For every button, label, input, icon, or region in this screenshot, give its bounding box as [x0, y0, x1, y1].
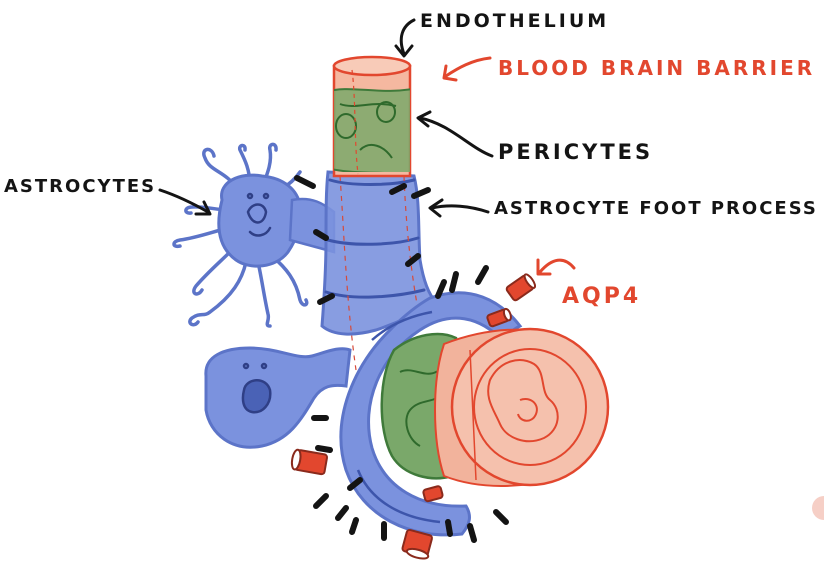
label-pericytes: PERICYTES: [498, 142, 653, 163]
label-blood-brain-barrier: BLOOD BRAIN BARRIER: [498, 58, 815, 78]
arrow-foot-process: [430, 200, 488, 216]
endothelium-cross-section: [435, 329, 608, 486]
label-astrocytes: ASTROCYTES: [4, 178, 156, 196]
arrow-blood-brain-barrier: [444, 58, 490, 80]
label-endothelium: ENDOTHELIUM: [420, 12, 609, 31]
aqp4-channel: [506, 273, 537, 302]
label-astrocyte-foot-process: ASTROCYTE FOOT PROCESS: [494, 200, 818, 218]
astrocyte-cell-upper: [174, 144, 334, 326]
label-aqp4: AQP4: [562, 286, 641, 308]
arrow-endothelium: [396, 20, 414, 56]
aqp4-channel: [423, 486, 443, 502]
arrow-pericytes: [418, 112, 492, 156]
vertical-vessel: [326, 57, 418, 176]
aqp4-channel: [401, 529, 434, 560]
aqp4-channel: [291, 449, 328, 475]
edge-dot: [812, 496, 824, 520]
astrocyte-cell-lower: [206, 348, 350, 447]
arrow-aqp4: [538, 260, 574, 274]
